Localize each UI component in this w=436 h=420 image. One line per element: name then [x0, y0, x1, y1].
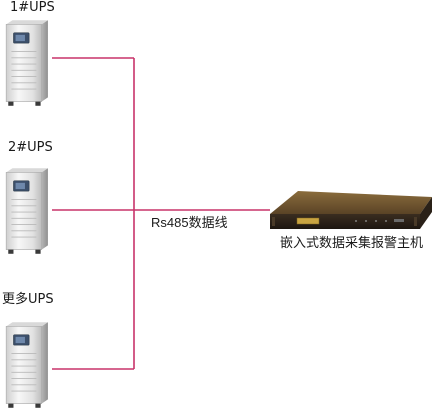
device-label: 嵌入式数据采集报警主机	[280, 236, 424, 251]
ups-tower-icon	[5, 20, 49, 106]
ups-tower-icon	[5, 322, 49, 408]
ups-1-label: 1#UPS	[10, 0, 55, 15]
ups-2-label: 2#UPS	[8, 140, 53, 155]
rack-unit-icon	[270, 191, 432, 229]
rs485-wiring	[52, 57, 270, 370]
ups-more-label: 更多UPS	[2, 292, 54, 307]
ups-tower-icon	[5, 168, 49, 254]
rs485-bus-label: Rs485数据线	[151, 215, 228, 230]
